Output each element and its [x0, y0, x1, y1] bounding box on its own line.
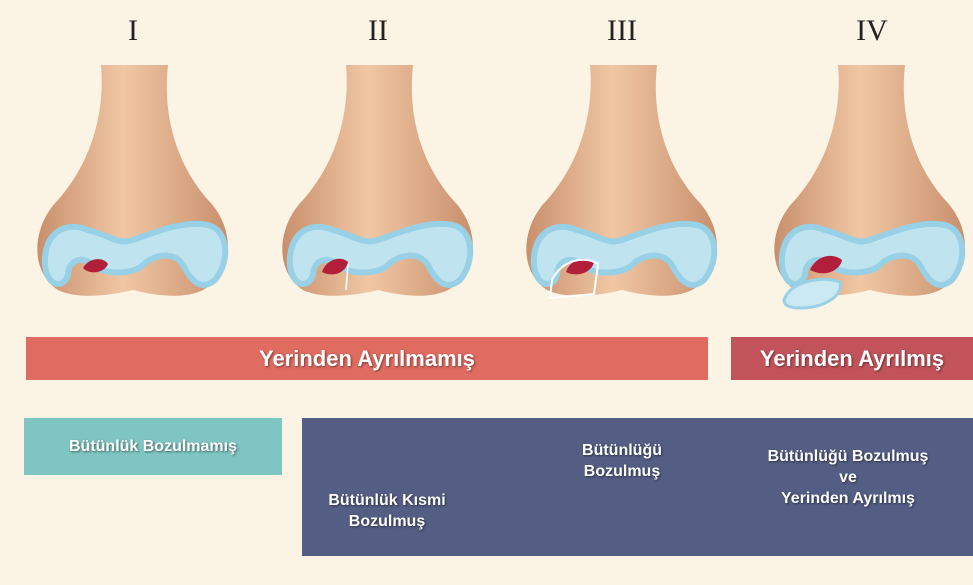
stage-label-2: II — [318, 14, 438, 48]
partial-label-line1: Bütünlük Kısmi — [302, 490, 472, 511]
partial-label-line2: Bozulmuş — [302, 511, 472, 532]
intact-label: Bütünlük Bozulmamış — [24, 436, 282, 457]
stage-label-1: I — [73, 14, 193, 48]
band-displaced: Yerinden Ayrılmış — [731, 337, 973, 380]
broken-label: Bütünlüğü Bozulmuş — [532, 440, 712, 482]
broken-displaced-line1: Bütünlüğü Bozulmuş — [727, 446, 969, 467]
stage-label-3: III — [562, 14, 682, 48]
partial-label: Bütünlük Kısmi Bozulmuş — [302, 490, 472, 532]
bone-illustration-stage-1 — [33, 50, 233, 320]
broken-displaced-line3: Yerinden Ayrılmış — [727, 488, 969, 509]
band-not-displaced-label: Yerinden Ayrılmamış — [259, 346, 475, 372]
broken-displaced-line2: ve — [727, 467, 969, 488]
bone-illustration-stage-2 — [278, 50, 478, 320]
intact-box: Bütünlük Bozulmamış — [24, 418, 282, 475]
bone-illustration-stage-3 — [522, 50, 722, 320]
damage-box: Bütünlük Kısmi Bozulmuş Bütünlüğü Bozulm… — [302, 418, 973, 556]
band-not-displaced: Yerinden Ayrılmamış — [26, 337, 708, 380]
band-displaced-label: Yerinden Ayrılmış — [760, 346, 944, 372]
broken-displaced-label: Bütünlüğü Bozulmuş ve Yerinden Ayrılmış — [727, 446, 969, 509]
broken-label-line1: Bütünlüğü — [532, 440, 712, 461]
bone-illustration-stage-4 — [770, 50, 970, 320]
broken-label-line2: Bozulmuş — [532, 461, 712, 482]
stage-label-4: IV — [812, 14, 932, 48]
